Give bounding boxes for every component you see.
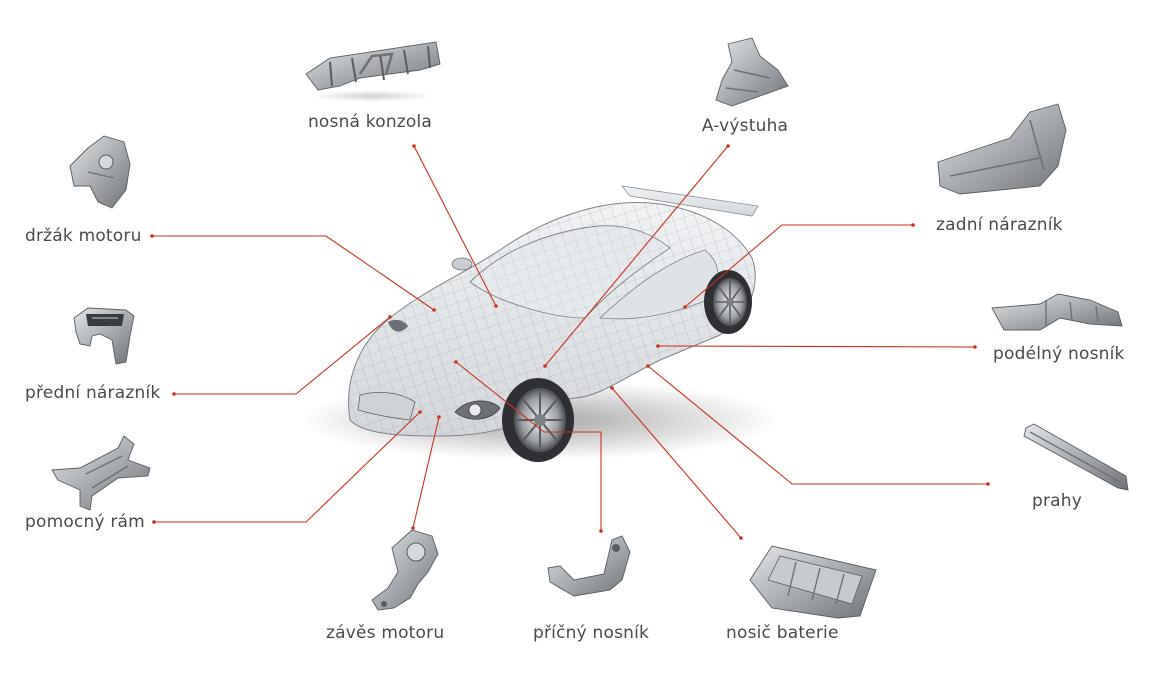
label-drzak-motoru: držák motoru xyxy=(25,226,142,246)
car-front-wheel xyxy=(502,378,574,462)
label-zadni-naraznik: zadní nárazník xyxy=(936,215,1063,235)
callout-line-prahy xyxy=(647,365,988,485)
car-side-window xyxy=(599,249,719,320)
callout-dot-a-vystuha-label-end xyxy=(726,144,730,148)
car-windshield-mesh xyxy=(470,225,670,318)
engine-mount-icon xyxy=(371,529,439,611)
callout-dot-pricny-nosnik-car-end xyxy=(454,360,458,364)
callout-dot-drzak-motoru-car-end xyxy=(432,308,436,312)
car-rear-spoiler xyxy=(621,185,759,217)
car-headlight-lens xyxy=(468,403,482,417)
car-rear-wheel xyxy=(704,270,752,334)
callout-dot-nosna-konzola-label-end xyxy=(412,144,416,148)
callout-line-a-vystuha xyxy=(544,145,729,367)
callout-dot-a-vystuha-car-end xyxy=(543,364,547,368)
callout-dot-prahy-label-end xyxy=(986,482,990,486)
callout-dot-podelny-nosnik-car-end xyxy=(656,344,660,348)
label-a-vystuha: A-výstuha xyxy=(701,116,789,136)
car-side-mirror xyxy=(451,257,473,271)
label-podelny-nosnik: podélný nosník xyxy=(993,344,1125,364)
label-prahy: prahy xyxy=(1032,491,1083,511)
label-nosna-konzola: nosná konzola xyxy=(307,112,433,132)
callout-line-pricny-nosnik xyxy=(455,361,602,531)
callout-line-predni-naraznik xyxy=(174,316,391,395)
callout-dot-nosna-konzola-car-end xyxy=(494,304,498,308)
car-body-mesh xyxy=(348,202,756,436)
sill-icon xyxy=(1023,423,1129,491)
callout-dot-zaves-motoru-label-end xyxy=(411,526,415,530)
label-nosic-baterie: nosič baterie xyxy=(726,623,839,643)
callout-dot-prahy-car-end xyxy=(646,364,650,368)
callout-dot-pricny-nosnik-label-end xyxy=(599,529,603,533)
callout-line-podelny-nosnik xyxy=(657,345,976,348)
callout-dot-zaves-motoru-car-end xyxy=(437,415,441,419)
label-pricny-nosnik: příčný nosník xyxy=(533,623,650,643)
callout-lines xyxy=(150,144,990,540)
instrument-panel-beam-icon xyxy=(305,41,441,102)
subframe-icon xyxy=(51,435,151,511)
car-front-grille xyxy=(357,391,416,421)
callout-dot-predni-naraznik-label-end xyxy=(172,392,176,396)
callout-dot-zadni-naraznik-label-end xyxy=(911,223,915,227)
label-zaves-motoru: závěs motoru xyxy=(326,623,445,643)
callout-dot-predni-naraznik-car-end xyxy=(388,315,392,319)
callout-dot-drzak-motoru-label-end xyxy=(150,234,154,238)
front-bumper-icon xyxy=(73,307,135,365)
battery-tray-icon xyxy=(749,545,877,619)
a-pillar-reinforcement-icon xyxy=(715,37,789,107)
callout-line-nosna-konzola xyxy=(413,145,497,307)
engine-bracket-icon xyxy=(69,135,131,209)
rear-bumper-icon xyxy=(937,103,1067,195)
label-pomocny-ram: pomocný rám xyxy=(25,512,145,532)
callout-line-pomocny-ram xyxy=(154,411,421,523)
label-predni-naraznik: přední nárazník xyxy=(25,383,161,403)
car-wireframe-illustration xyxy=(300,185,780,462)
callout-line-zaves-motoru xyxy=(412,416,440,529)
callout-line-drzak-motoru xyxy=(152,235,435,311)
callout-dot-zadni-naraznik-car-end xyxy=(683,305,687,309)
callout-dot-pomocny-ram-car-end xyxy=(418,410,422,414)
callout-dot-nosic-baterie-label-end xyxy=(739,536,743,540)
callout-line-nosic-baterie xyxy=(611,387,742,539)
callout-dot-podelny-nosnik-label-end xyxy=(973,345,977,349)
cross-member-icon xyxy=(547,535,631,597)
callout-line-zadni-naraznik xyxy=(684,224,913,308)
car-headlight-left xyxy=(388,319,408,332)
callout-dot-pomocny-ram-label-end xyxy=(152,520,156,524)
callout-dot-nosic-baterie-car-end xyxy=(610,386,614,390)
longitudinal-beam-icon xyxy=(991,293,1123,331)
